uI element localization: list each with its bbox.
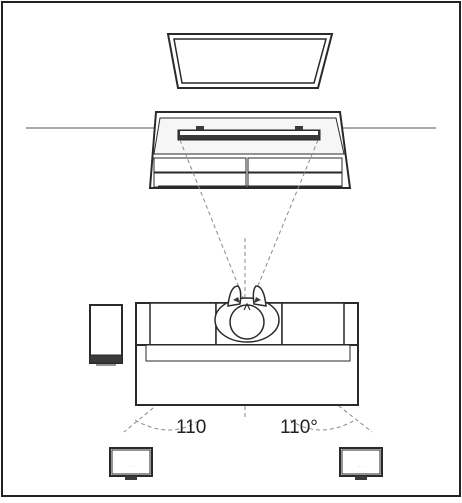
soundbar-icon [177,126,321,141]
right-surround-speaker-icon: · · [339,447,383,480]
subwoofer-icon [89,304,123,366]
angle-left-label: 110 [176,417,206,438]
angle-arcs [134,419,356,431]
left-surround-speaker-icon: · · [109,447,153,480]
svg-text:· ·: · · [129,464,133,469]
tv-icon [166,33,334,89]
media-console-icon [148,111,352,189]
angle-right-label: 110° [280,417,318,438]
listener-head-icon [214,285,280,343]
svg-text:· ·: · · [359,464,363,469]
